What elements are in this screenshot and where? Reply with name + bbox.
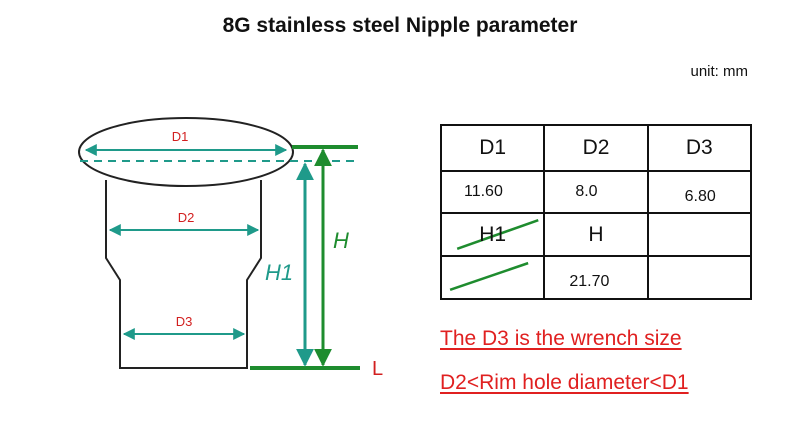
l-label: L	[372, 358, 383, 380]
d3-label: D3	[176, 314, 193, 329]
table-header-row: D1 D2 D3	[439, 124, 753, 172]
strikethrough-line	[449, 261, 529, 292]
table-row: H1 H	[439, 212, 753, 257]
page-title: 8G stainless steel Nipple parameter	[222, 14, 578, 37]
table-row: 11.60 8.0 6.80	[439, 170, 753, 214]
value-d1: 11.60	[439, 170, 546, 214]
unit-label: unit: mm	[690, 63, 748, 80]
table-row: 21.70	[439, 255, 753, 300]
strikethrough-line	[456, 218, 539, 251]
header-d2: D2	[543, 124, 649, 172]
note-wrench-size: The D3 is the wrench size	[440, 327, 682, 350]
parameter-table: D1 D2 D3 11.60 8.0 6.80 H1 H 21.70	[439, 124, 753, 300]
nipple-body-outline	[105, 180, 262, 369]
note-rim-hole: D2<Rim hole diameter<D1	[440, 371, 689, 394]
header-d1: D1	[439, 124, 546, 172]
empty-cell	[646, 212, 753, 257]
h1-label: H1	[265, 260, 293, 285]
label-h: H	[543, 212, 649, 257]
h-label: H	[333, 228, 349, 253]
d2-label: D2	[178, 210, 195, 225]
header-d3: D3	[646, 124, 753, 172]
d1-label: D1	[172, 129, 189, 144]
value-d2: 8.0	[543, 170, 649, 214]
value-d3: 6.80	[646, 170, 753, 214]
value-h: 21.70	[543, 255, 649, 300]
empty-cell	[646, 255, 753, 300]
value-h1-struck	[439, 255, 546, 300]
label-h1-struck: H1	[439, 212, 546, 257]
